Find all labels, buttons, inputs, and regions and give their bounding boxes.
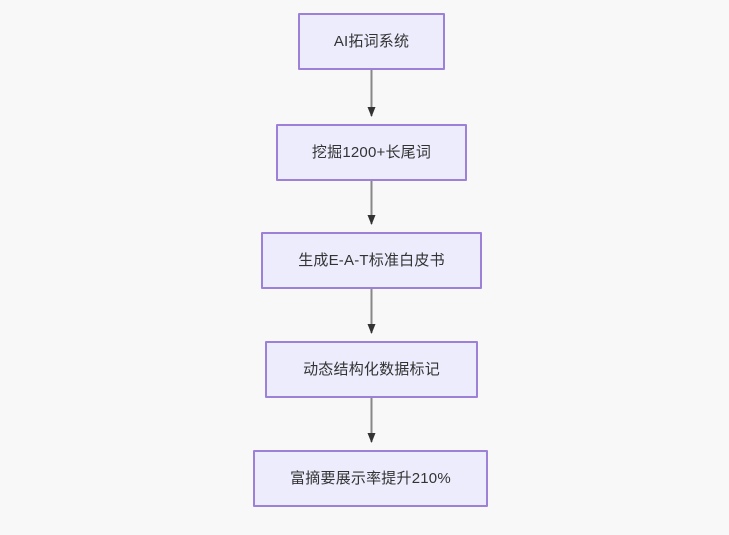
- flow-node-ai-keyword-system[interactable]: AI拓词系统: [298, 13, 445, 70]
- flow-node-generate-eat-whitepaper[interactable]: 生成E-A-T标准白皮书: [261, 232, 482, 289]
- flow-node-rich-snippet-rate-increase[interactable]: 富摘要展示率提升210%: [253, 450, 488, 507]
- flow-node-label: 挖掘1200+长尾词: [311, 143, 432, 161]
- flow-node-label: 生成E-A-T标准白皮书: [298, 251, 445, 269]
- flow-node-mine-longtail-keywords[interactable]: 挖掘1200+长尾词: [276, 124, 467, 181]
- flow-node-label: AI拓词系统: [333, 32, 410, 50]
- flow-node-label: 富摘要展示率提升210%: [290, 469, 451, 487]
- flow-node-label: 动态结构化数据标记: [303, 360, 440, 378]
- flow-node-dynamic-structured-data-markup[interactable]: 动态结构化数据标记: [265, 341, 478, 398]
